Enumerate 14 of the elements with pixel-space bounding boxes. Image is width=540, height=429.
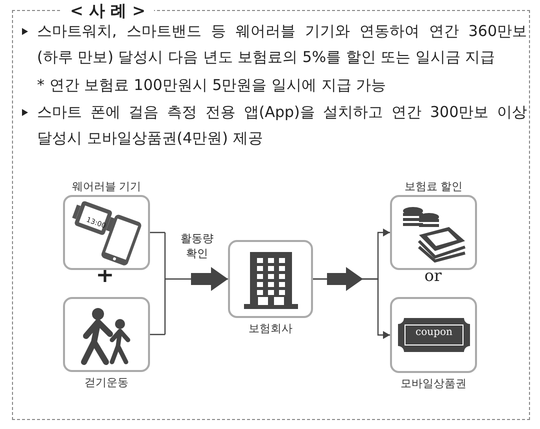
- or-label: or: [423, 265, 443, 287]
- box-heading: 웨어러블 기기: [70, 179, 142, 194]
- title: < 사 례 >: [62, 1, 154, 22]
- box-heading: 모바일상품권: [400, 376, 468, 391]
- icon-text: coupon: [414, 327, 454, 339]
- box-heading: 걷기운동: [84, 375, 130, 390]
- box-heading: 보험회사: [248, 321, 294, 336]
- box-heading: 보험료 할인: [403, 179, 464, 194]
- block-arrow: [327, 267, 363, 291]
- paragraph: 스마트 폰에 걸음 측정 전용 앱(App)을 설치하고 연간 300만보 이상 달성시 모바일상품권(4만원) 제공: [37, 102, 527, 149]
- paragraph: * 연간 보험료 100만원시 5만원을 일시에 지급 가능: [37, 75, 388, 96]
- connector-arrow: [149, 232, 229, 336]
- paragraph: 스마트워치, 스마트밴드 등 웨어러블 기기와 연동하여 연간 360만보 (하루 만보) 달성시 다음 년도 보험료의 5%를 할인 또는 일시금 지급: [37, 21, 527, 68]
- connector-arrow: [313, 278, 390, 339]
